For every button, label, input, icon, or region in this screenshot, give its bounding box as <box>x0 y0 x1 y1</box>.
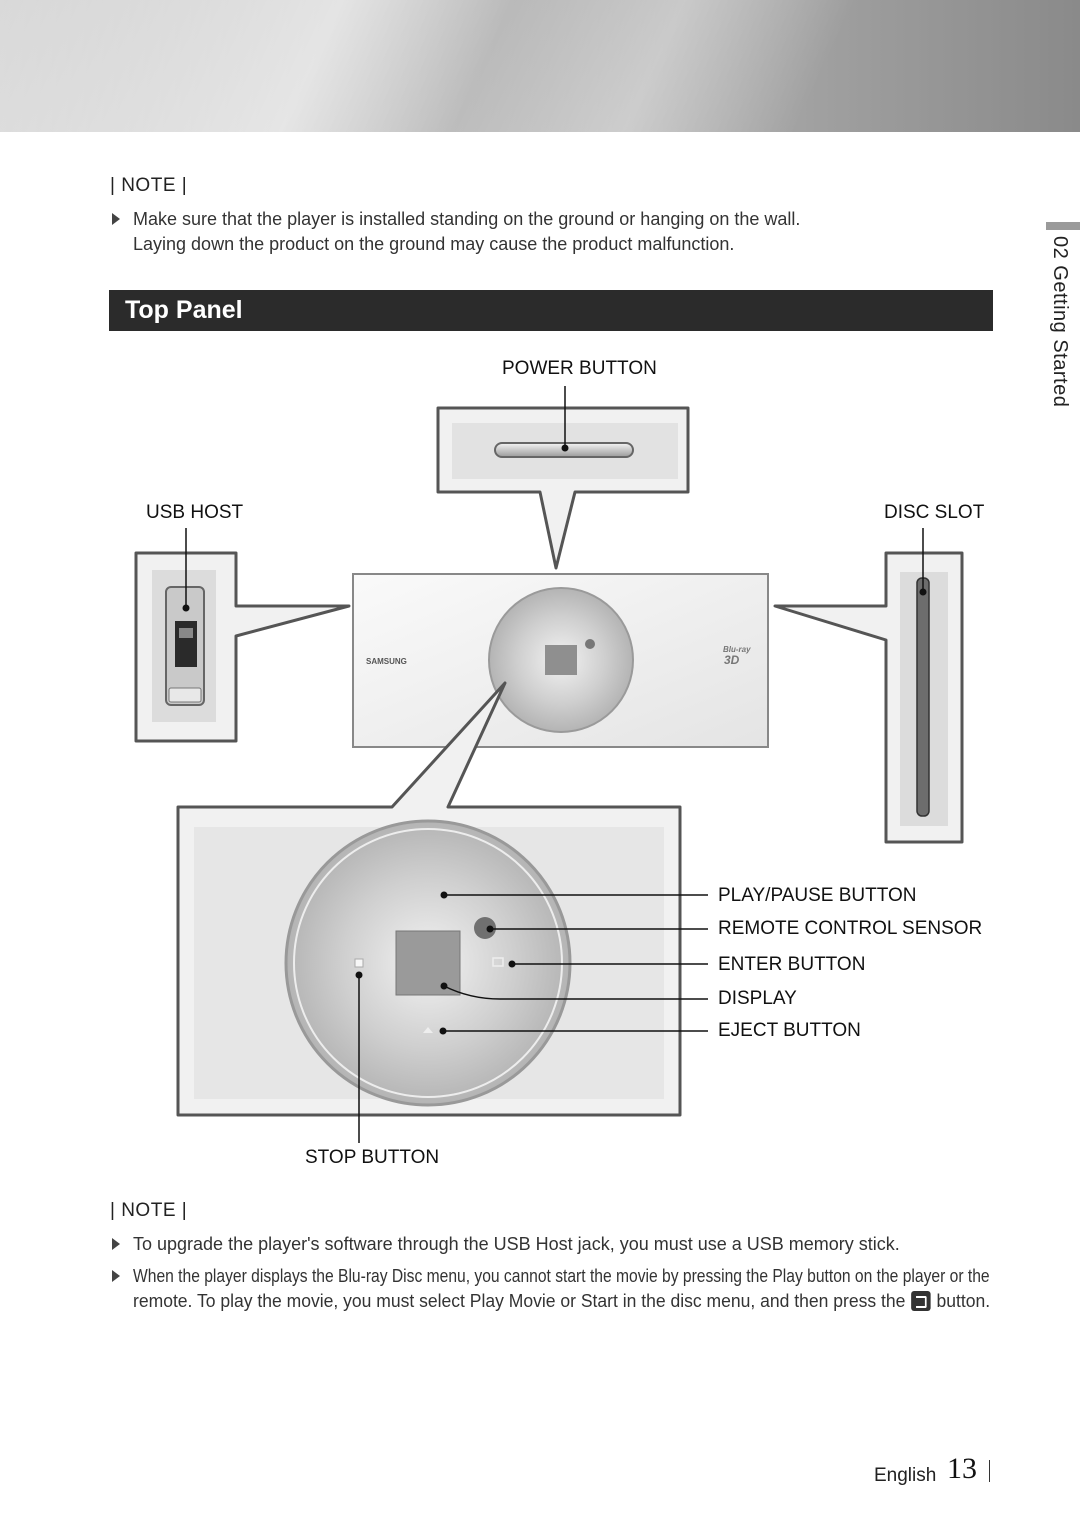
remote-sensor-graphic <box>474 917 496 939</box>
disc-slot-callout <box>773 528 964 844</box>
footer-divider <box>989 1460 990 1482</box>
note-text-line1: Make sure that the player is installed s… <box>133 209 801 229</box>
note-text-line2: Laying down the product on the ground ma… <box>133 234 735 254</box>
label-power-button: POWER BUTTON <box>502 358 657 379</box>
label-enter-button: ENTER BUTTON <box>718 954 866 975</box>
3d-logo: 3D <box>724 653 740 667</box>
enter-button-icon <box>911 1291 931 1311</box>
section-header: Top Panel <box>109 290 993 331</box>
note2-bullet2-line2: remote. To play the movie, you must sele… <box>133 1291 906 1311</box>
label-eject-button: EJECT BUTTON <box>718 1020 861 1041</box>
usb-host-callout <box>134 528 351 743</box>
label-usb-host: USB HOST <box>146 502 244 523</box>
label-stop-button: STOP BUTTON <box>305 1147 440 1168</box>
display-window-graphic <box>395 930 461 996</box>
control-leader-lines <box>355 891 708 1143</box>
footer-language: English <box>874 1465 937 1486</box>
usb-port-graphic <box>175 621 197 667</box>
bullet-arrow-icon <box>112 213 120 225</box>
chapter-tab-marker <box>1046 222 1080 230</box>
note2-bullet2-line1: When the player displays the Blu-ray Dis… <box>133 1266 990 1286</box>
note-heading-2: | NOTE | <box>110 1200 188 1221</box>
note2-bullet2-line2-end: button. <box>936 1291 991 1311</box>
label-play-pause-button: PLAY/PAUSE BUTTON <box>718 885 917 906</box>
note-heading: | NOTE | <box>110 175 188 196</box>
player-top-panel: SAMSUNG Blu-ray 3D <box>352 573 769 748</box>
bluray-logo: Blu-ray <box>723 645 751 654</box>
label-remote-control-sensor: REMOTE CONTROL SENSOR <box>718 918 983 939</box>
disc-magnified-callout <box>176 681 682 1117</box>
note2-bullet1-text: To upgrade the player's software through… <box>133 1234 900 1254</box>
stop-icon <box>354 958 364 968</box>
power-button-callout <box>436 386 690 570</box>
disc-slot-graphic <box>916 577 930 817</box>
section-title: Top Panel <box>125 296 243 324</box>
label-disc-slot: DISC SLOT <box>884 502 985 523</box>
bullet-arrow-icon <box>112 1270 120 1282</box>
enter-icon <box>492 957 504 967</box>
eject-icon <box>423 1027 433 1033</box>
brand-logo: SAMSUNG <box>366 657 407 666</box>
label-display: DISPLAY <box>718 988 797 1009</box>
page-number: 13 <box>947 1452 977 1485</box>
bullet-arrow-icon <box>112 1238 120 1250</box>
chapter-tab-label: 02 Getting Started <box>1049 236 1071 408</box>
header-banner <box>0 0 1080 132</box>
